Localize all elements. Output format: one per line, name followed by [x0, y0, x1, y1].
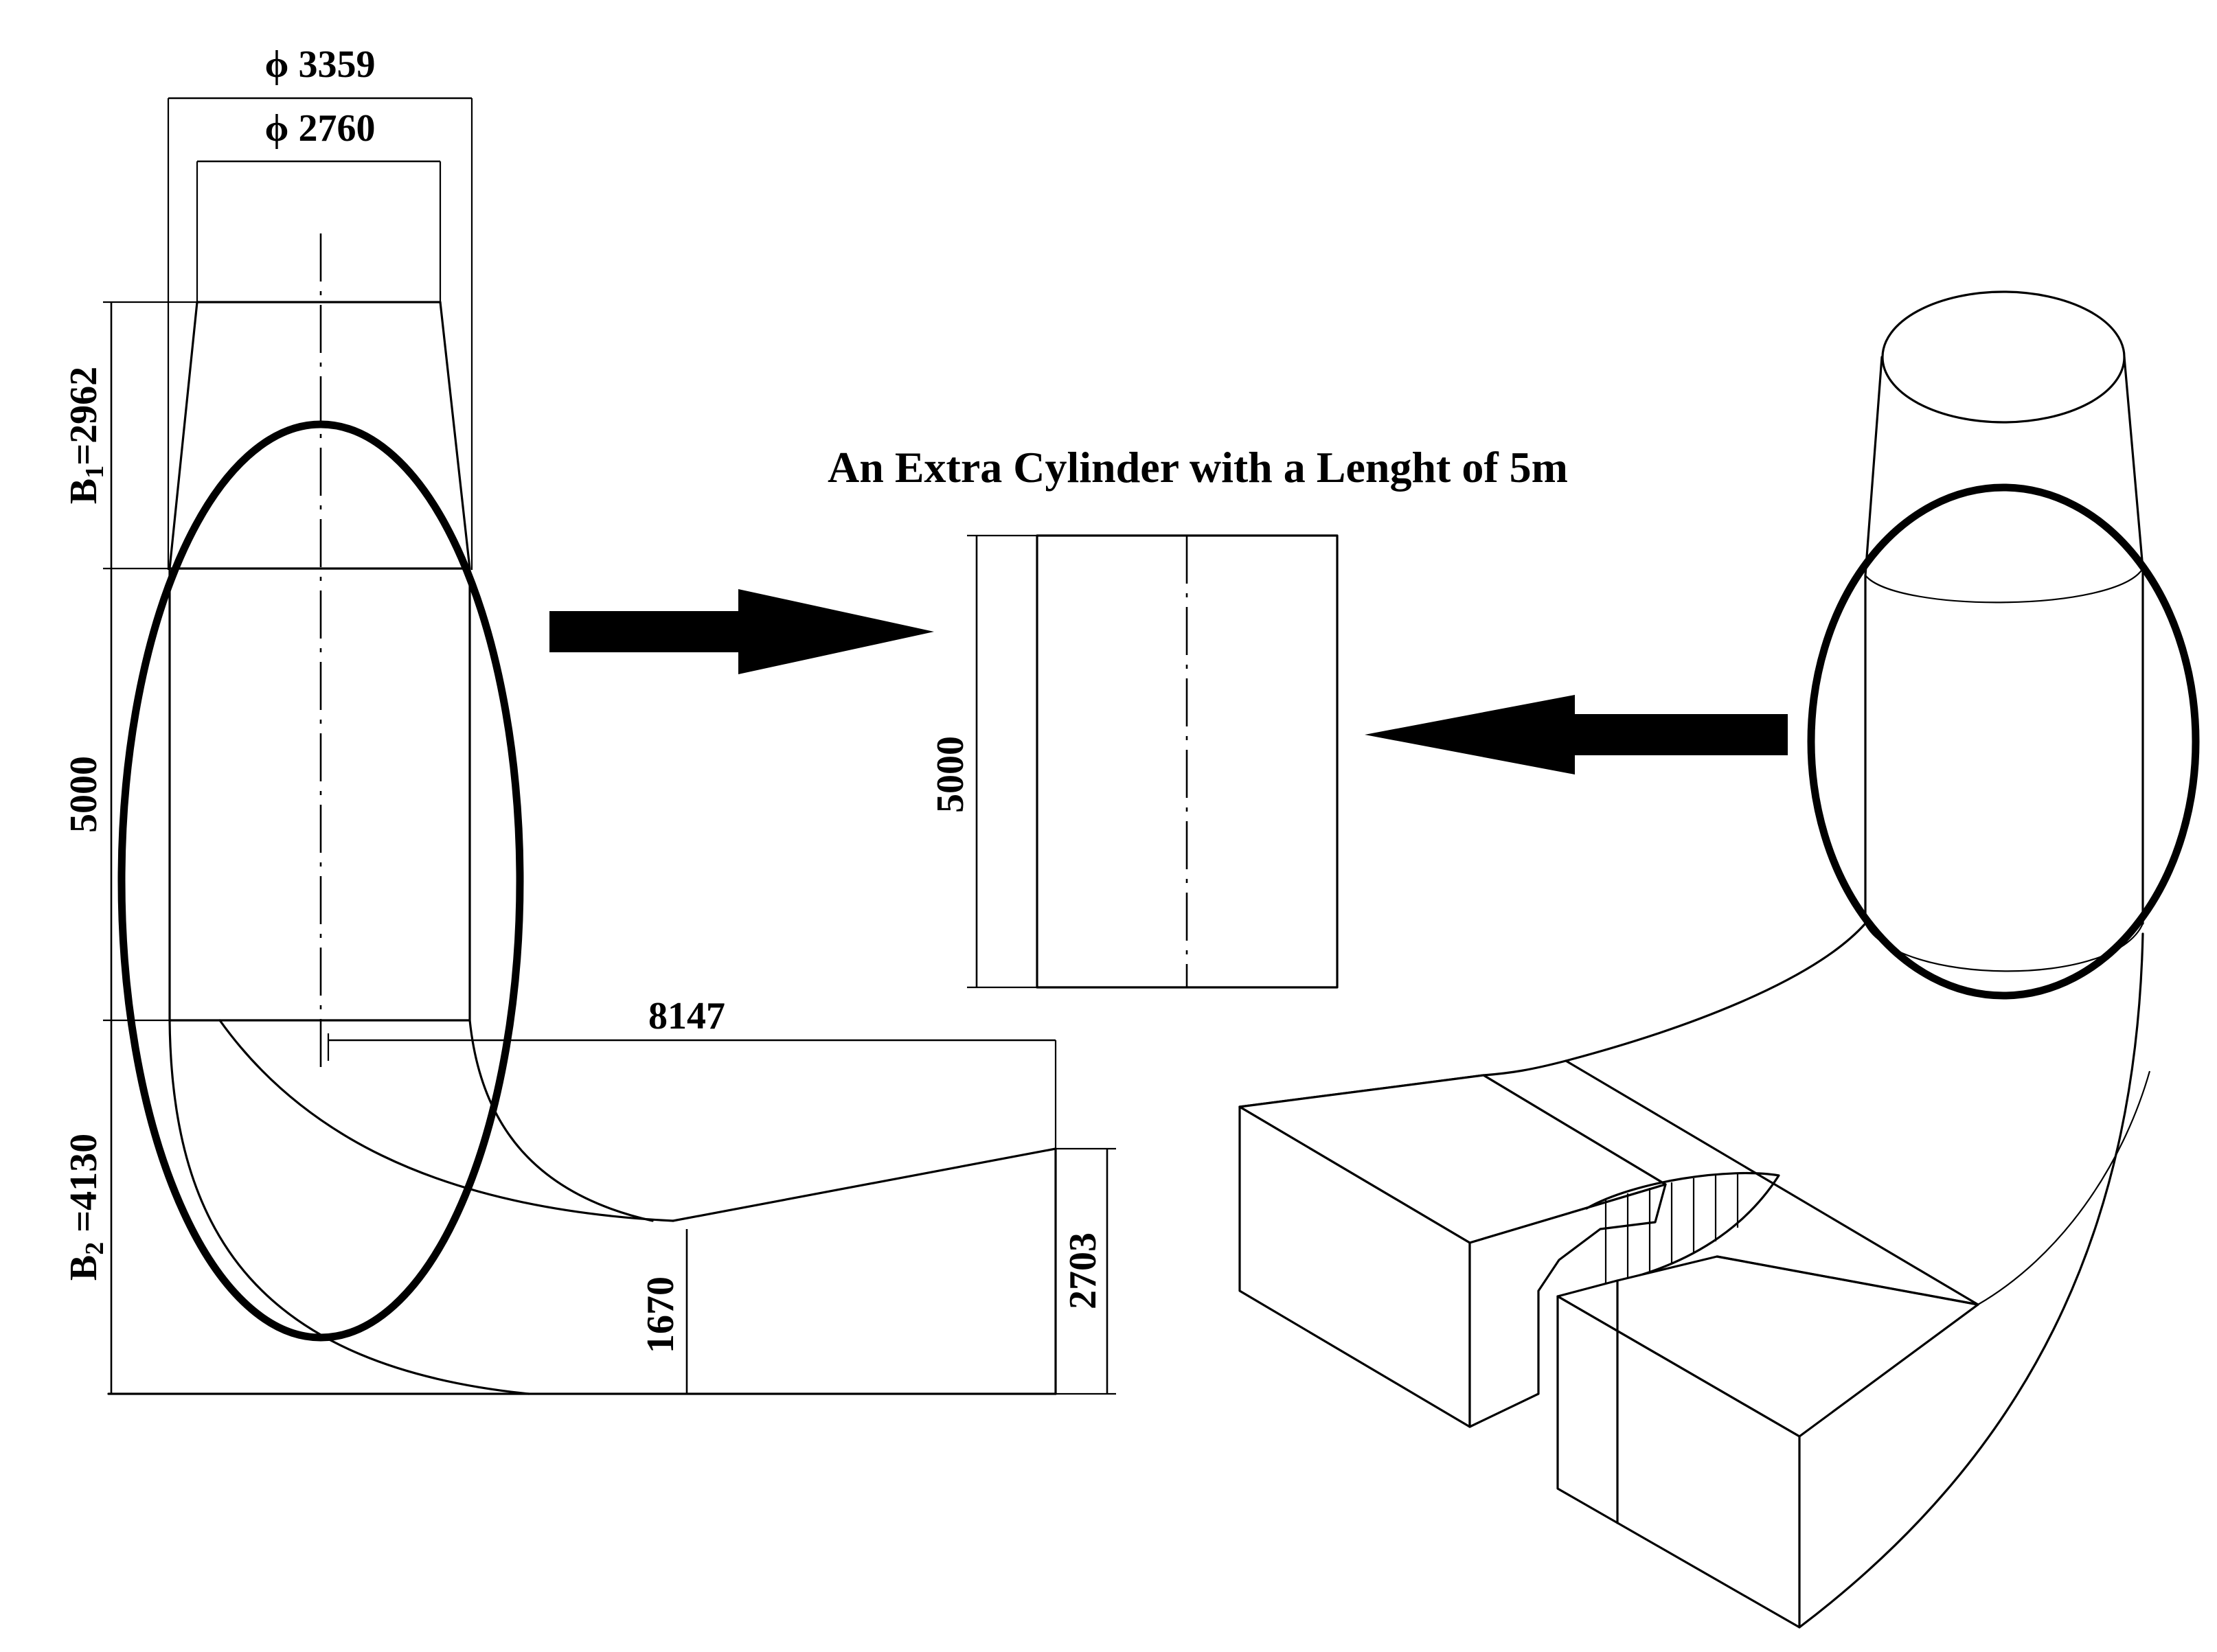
cylinder-length-label: 5000: [62, 756, 105, 833]
elbow-inner-curve: [218, 1019, 674, 1222]
b1-value: =2962: [62, 367, 105, 466]
left-highlight-ellipse: [117, 420, 524, 1342]
draft-tube-section-view: ϕ 3359 ϕ 2760 B1=2962 5000 B2 =4130 8147…: [62, 43, 1116, 1395]
straight-cylinder-section: [168, 567, 471, 1022]
right-outlet-top-band: [1716, 1255, 1979, 1306]
elbow-3d-inner-curve: [1977, 1070, 2151, 1305]
cone-3d-left-edge: [1864, 356, 1883, 577]
diffuser-3d-band-right: [1565, 1059, 1979, 1306]
b2-subscript: 2: [80, 1242, 109, 1255]
b1-subscript: 1: [80, 466, 109, 479]
cone-right-edge: [439, 301, 471, 570]
outer-diameter-label: ϕ 3359: [265, 43, 376, 86]
right-pointing-arrow: [549, 589, 934, 674]
extra-cylinder-length-label: 5000: [929, 736, 972, 813]
mid-height-dimension-label: 1670: [639, 1276, 682, 1353]
elbow-3d-upper-curve: [1565, 922, 1867, 1062]
diffuser-3d-top-left-edge: [1238, 1059, 1567, 1108]
outlet-height-dimension-label: 2703: [1062, 1232, 1104, 1309]
cone-3d-top-ellipse: [1881, 290, 2126, 424]
left-pointing-arrow: [1365, 695, 1788, 775]
right-highlight-ellipse: [1807, 483, 2200, 1000]
left-outlet-side-face: [1468, 1183, 1667, 1428]
length-dimension-label: 8147: [648, 995, 725, 1037]
b2-letter: B: [62, 1255, 105, 1281]
inner-diameter-label: ϕ 2760: [265, 107, 376, 150]
b1-letter: B: [62, 479, 105, 504]
diffuser-top-edge: [672, 1147, 1057, 1222]
elbow-outer-curve: [168, 1019, 530, 1395]
b1-dimension-label: B1=2962: [62, 367, 109, 504]
extra-cylinder-title: An Extra Cylinder with a Lenght of 5m: [828, 443, 1568, 492]
extra-cylinder-view: An Extra Cylinder with a Lenght of 5m 50…: [828, 443, 1568, 989]
cylinder-3d-top-ellipse: [1865, 568, 2144, 604]
b2-value: =4130: [62, 1134, 105, 1242]
cone-left-edge: [168, 301, 198, 570]
b2-dimension-label: B2 =4130: [62, 1134, 109, 1281]
draft-tube-isometric-view: [1238, 290, 2200, 1629]
pier-cutout-curve: [1585, 1172, 1780, 1282]
elbow-right-curve: [468, 1019, 654, 1222]
cone-3d-right-edge: [2123, 356, 2144, 570]
elbow-3d-outer-curve: [1798, 932, 2144, 1629]
